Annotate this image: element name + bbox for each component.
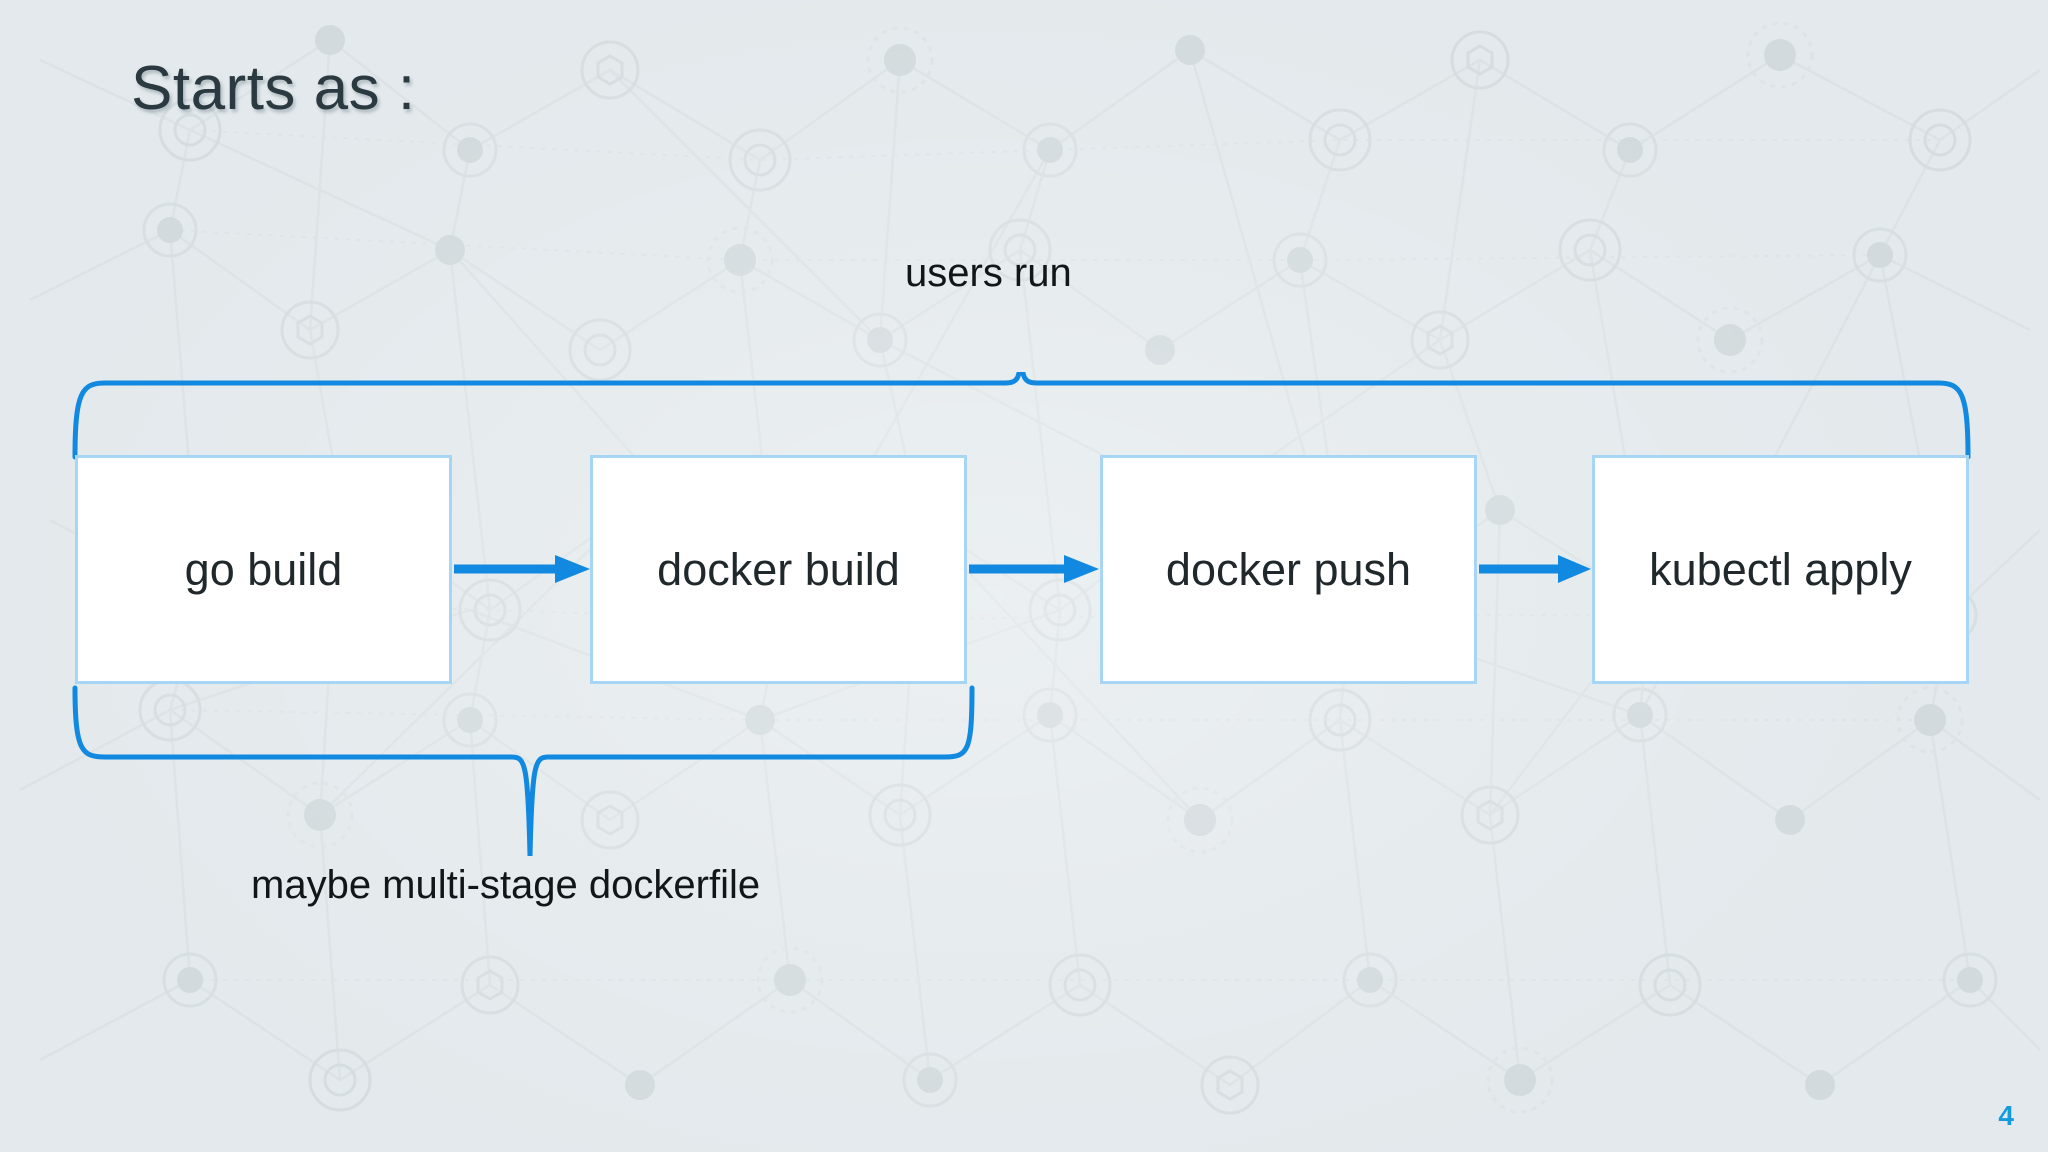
arrow-docker-build-to-docker-push — [969, 555, 1099, 583]
arrow-go-build-to-docker-build — [454, 555, 590, 583]
annotation-multi-stage-dockerfile: maybe multi-stage dockerfile — [251, 863, 761, 907]
flow-step-docker-push[interactable]: docker push — [1100, 455, 1477, 684]
annotation-users-run: users run — [905, 251, 1072, 295]
flow-step-docker-build[interactable]: docker build — [590, 455, 967, 684]
arrow-docker-push-to-kubectl-apply — [1479, 555, 1591, 583]
page-title: Starts as : — [131, 54, 416, 123]
flow-step-kubectl-apply[interactable]: kubectl apply — [1592, 455, 1969, 684]
flow-step-label: docker build — [657, 544, 900, 595]
flow-step-go-build[interactable]: go build — [75, 455, 452, 684]
flow-step-label: go build — [184, 544, 343, 595]
flow-step-label: kubectl apply — [1649, 544, 1912, 595]
bracket-dockerfile — [72, 685, 975, 856]
page-number: 4 — [1998, 1100, 2014, 1131]
flow-step-label: docker push — [1165, 544, 1412, 595]
